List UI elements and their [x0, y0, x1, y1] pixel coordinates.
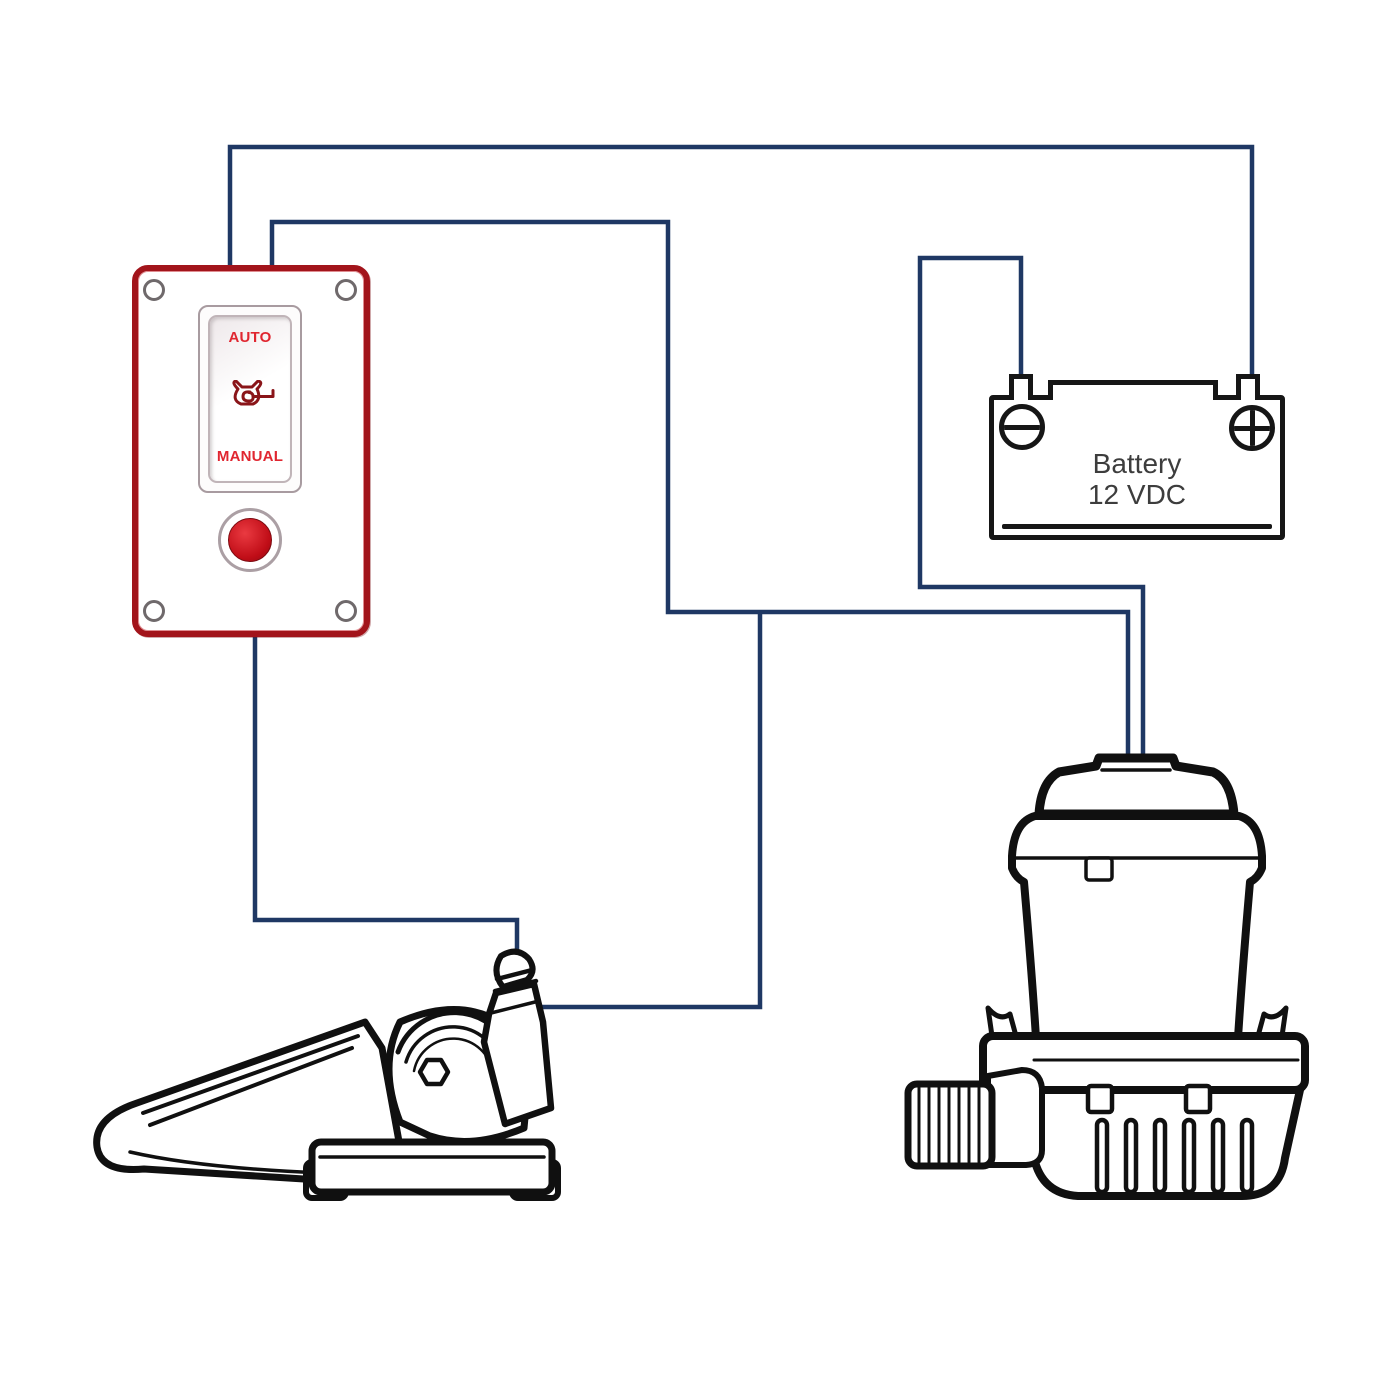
switch-panel: AUTO MANUAL — [132, 265, 370, 637]
panel-screw-hole-icon — [335, 600, 357, 622]
panel-screw-hole-icon — [143, 279, 165, 301]
pump-icon-impeller — [241, 390, 255, 403]
motor-body — [1008, 812, 1266, 1042]
outlet-collar — [985, 1067, 1045, 1168]
rocker-switch-frame: AUTO MANUAL — [198, 305, 302, 493]
battery-label-line1: Battery — [1092, 448, 1182, 479]
battery-12vdc: Battery 12 VDC — [989, 374, 1285, 540]
wire-battery-negative-to-pump — [917, 255, 1146, 772]
plus-screw-icon — [1229, 405, 1275, 451]
minus-screw-icon — [999, 404, 1045, 450]
battery-negative-terminal — [1009, 374, 1033, 400]
auto-label: AUTO — [228, 329, 272, 346]
float-arm-lower-line — [128, 1150, 324, 1175]
motor-clip-tab — [1084, 856, 1114, 882]
battery-label: Battery 12 VDC — [994, 448, 1280, 510]
bilge-pump-icon — [232, 380, 275, 406]
manual-label: MANUAL — [216, 448, 284, 465]
strainer-slot — [1181, 1117, 1197, 1195]
snap-clip-right — [1255, 1005, 1289, 1039]
rocker-switch: AUTO MANUAL — [208, 315, 292, 483]
strainer-slot — [1123, 1117, 1139, 1195]
wire-float-switch-to-junction — [523, 614, 763, 1010]
pivot-hex-bolt-icon — [417, 1057, 451, 1087]
strainer-tab — [1085, 1083, 1115, 1115]
pump-top-cap — [1034, 753, 1239, 819]
snap-clip-left — [985, 1005, 1019, 1039]
red-indicator-light — [228, 518, 272, 562]
float-switch-base — [308, 1138, 556, 1196]
float-arm-ridges — [141, 1034, 360, 1127]
port-thread-lines — [917, 1086, 981, 1164]
indicator-light-bezel — [218, 508, 282, 572]
strainer-tab — [1183, 1083, 1213, 1115]
strainer-slot — [1152, 1117, 1168, 1195]
battery-label-line2: 12 VDC — [1087, 479, 1187, 510]
battery-top-ridge — [1048, 380, 1218, 400]
pump-icon-outlet — [251, 389, 275, 398]
panel-screw-hole-icon — [335, 279, 357, 301]
float-switch — [93, 948, 561, 1201]
stem-body — [480, 980, 555, 1128]
battery-positive-terminal — [1236, 374, 1260, 400]
strainer-slot — [1239, 1117, 1255, 1195]
strainer-slot — [1210, 1117, 1226, 1195]
stem-collar-line — [489, 999, 541, 1015]
wire-panel-manual-to-pump — [269, 219, 1131, 772]
bilge-pump — [904, 753, 1309, 1200]
panel-screw-hole-icon — [143, 600, 165, 622]
strainer-slot — [1094, 1117, 1110, 1195]
pump-icon-body — [232, 380, 263, 406]
battery-base-line — [1002, 524, 1272, 529]
wire-panel-auto-to-float-switch — [252, 630, 520, 970]
wire-panel-to-battery-positive — [227, 144, 1255, 382]
